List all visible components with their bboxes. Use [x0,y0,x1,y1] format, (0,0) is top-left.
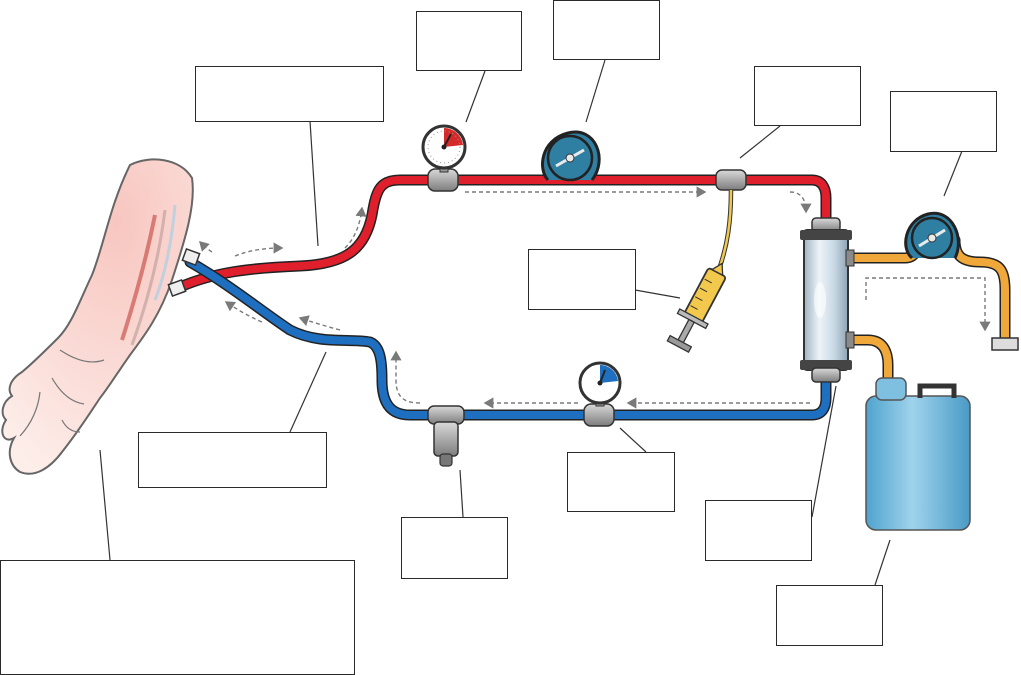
label-venous-line [138,432,327,488]
leader-lines [99,59,963,586]
label-arm [0,560,355,675]
bubble-trap [427,405,465,467]
label-dialyzer [705,500,812,561]
label-dialysate-pump [890,91,997,152]
label-blood-pump [553,0,660,60]
heparin-junction [715,169,747,191]
arterial-needle-connector [167,279,187,297]
drain-outlet [991,337,1019,351]
label-arterial-pressure-monitor [416,11,522,71]
label-heparin-pump [754,66,861,126]
venous-tube [184,256,832,421]
label-venous-pressure-monitor [567,452,675,512]
label-arterial-line [195,66,384,122]
arterial-tube-fill [176,176,830,291]
blood-pump [541,130,601,182]
venous-needle-connector [181,248,201,266]
venous-tube-fill [186,258,830,419]
flow-arrows [199,186,991,409]
label-air-trap-detector [528,249,636,310]
dialyzer [800,217,855,383]
dialysate-in-tube-fill [844,336,892,384]
arterial-pressure-monitor [421,124,467,192]
label-fresh-dialysate [776,585,883,646]
venous-pressure-monitor [578,361,622,427]
fresh-dialysate-container [865,377,971,531]
dialysate-pump [904,211,960,260]
heparin-syringe [666,189,734,354]
patient-arm [1,158,194,475]
label-bubble-trap [401,517,508,579]
